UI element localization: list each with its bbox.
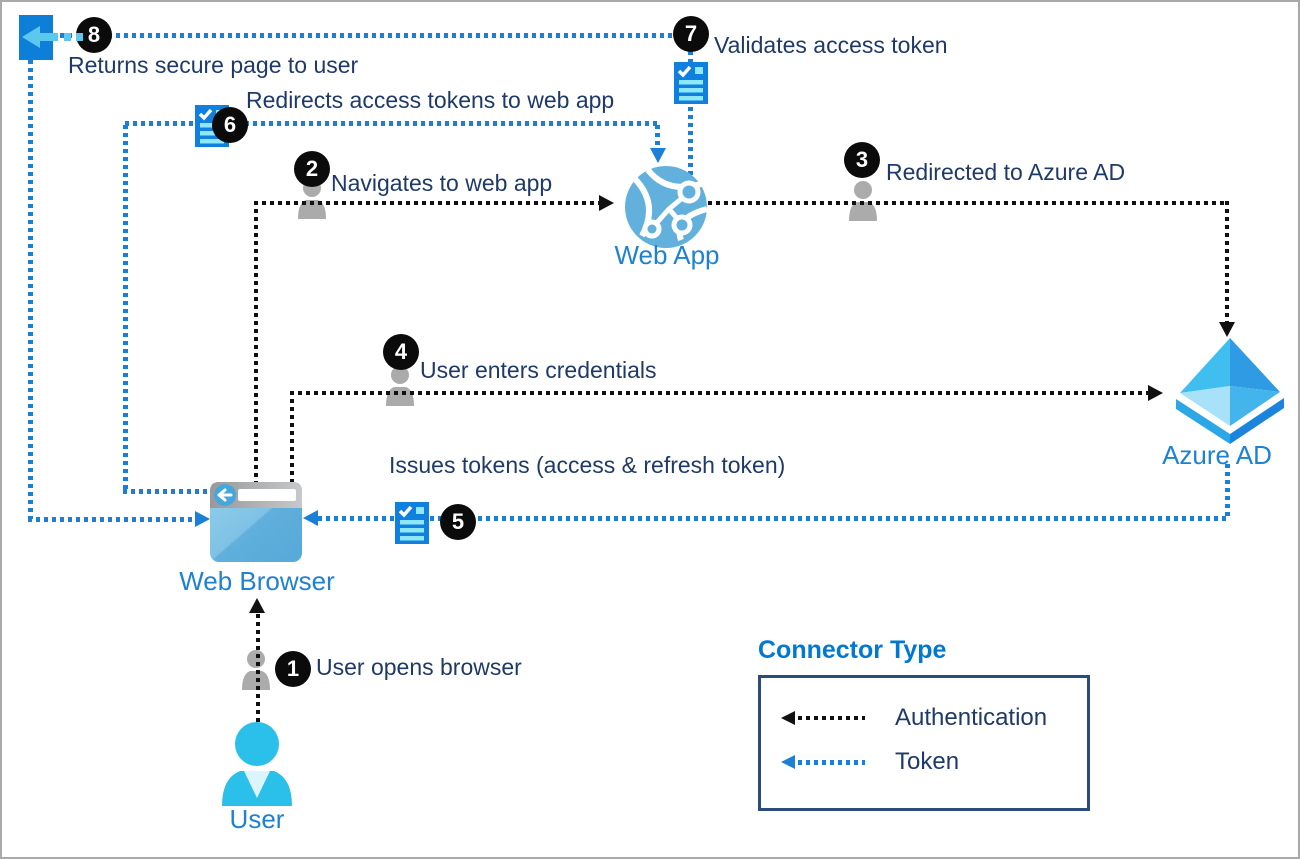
step-7-label: Validates access token: [714, 32, 948, 58]
auth-line-step1-vertical: [256, 614, 260, 724]
token-arrow-into-browser-right-icon: [303, 510, 318, 526]
user-label: User: [229, 804, 285, 834]
token-line-step5-vertical: [1225, 464, 1230, 518]
legend-box: Authentication Token: [758, 675, 1090, 811]
step-4-badge: 4: [383, 334, 419, 370]
auth-arrow-into-azuread-left-icon: [1148, 385, 1163, 401]
step-6-badge: 6: [212, 107, 248, 143]
web-browser-icon: [210, 482, 302, 562]
azure-ad-icon: [1176, 338, 1284, 444]
web-app-icon: [625, 166, 708, 248]
authentication-connector-sample-icon: [781, 710, 867, 726]
user-icon: [222, 722, 292, 806]
token-line-step5-horizontal: [318, 516, 1229, 521]
auth-arrow-into-webapp-icon: [599, 195, 614, 211]
token-line-step8-into-browser: [28, 517, 198, 522]
step-2-badge: 2: [294, 151, 330, 187]
step-1-badge: 1: [275, 651, 311, 687]
token-connector-sample-icon: [781, 754, 867, 770]
person-icon: [849, 181, 877, 221]
auth-line-step4-horizontal: [290, 391, 1148, 395]
auth-line-step4-vertical: [290, 391, 294, 482]
token-line-step6-drop: [655, 125, 660, 149]
step-8-label: Returns secure page to user: [68, 52, 359, 78]
web-browser-label: Web Browser: [179, 566, 335, 596]
legend: Connector Type Authentication Token: [758, 636, 1090, 811]
step-3-badge: 3: [844, 142, 880, 178]
step-1-label: User opens browser: [316, 654, 522, 680]
legend-item-authentication: Authentication: [781, 696, 1087, 740]
token-icon: [674, 62, 708, 104]
legend-title: Connector Type: [758, 636, 947, 664]
token-line-step7-vertical: [688, 51, 693, 204]
step-5-label: Issues tokens (access & refresh token): [389, 452, 786, 478]
token-line-step6-vertical: [123, 125, 128, 491]
web-app-label: Web App: [614, 240, 720, 270]
auth-line-step2-vertical: [254, 201, 258, 482]
token-line-step6-into-browser: [123, 489, 211, 494]
azure-ad-label: Azure AD: [1162, 440, 1272, 470]
legend-label-token: Token: [895, 748, 960, 775]
auth-line-step2-horizontal: [254, 201, 600, 205]
token-arrow-into-browser-left-icon: [195, 511, 210, 527]
token-line-step6-horizontal: [125, 121, 659, 126]
auth-arrow-into-azuread-icon: [1219, 322, 1235, 337]
token-line-step8-vertical: [28, 60, 33, 519]
legend-item-token: Token: [781, 740, 1087, 784]
token-arrow-into-webapp-icon: [650, 148, 666, 163]
person-icon: [386, 366, 414, 406]
legend-label-authentication: Authentication: [895, 704, 1048, 731]
step-3-label: Redirected to Azure AD: [886, 159, 1126, 185]
step-2-label: Navigates to web app: [331, 170, 553, 196]
step-5-badge: 5: [440, 504, 476, 540]
auth-line-step3-horizontal: [708, 201, 1229, 205]
token-icon: [395, 502, 429, 544]
step-4-label: User enters credentials: [420, 357, 657, 383]
token-line-step8-horizontal: [52, 33, 690, 38]
step-7-badge: 7: [673, 16, 709, 52]
auth-arrow-into-browser-icon: [249, 598, 265, 613]
auth-line-step3-vertical: [1225, 201, 1229, 323]
step-6-label: Redirects access tokens to web app: [246, 87, 615, 113]
return-arrow-icon: [22, 26, 83, 48]
